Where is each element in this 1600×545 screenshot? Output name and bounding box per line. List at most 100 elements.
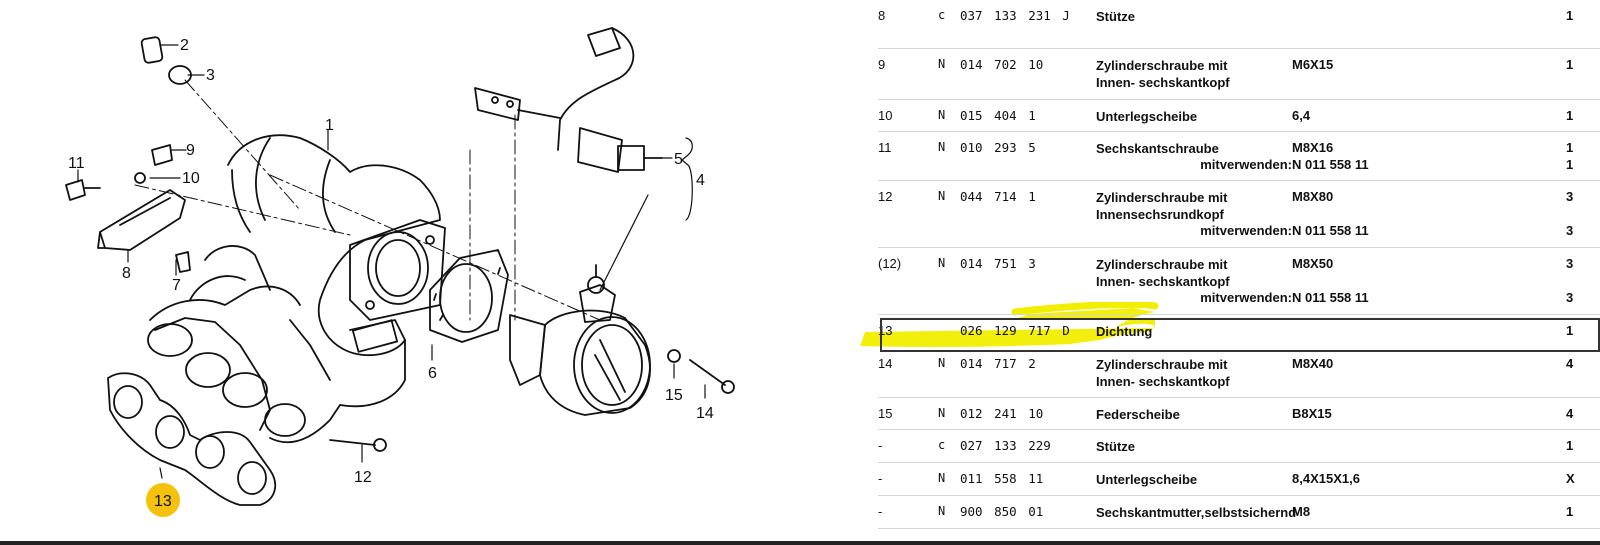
parts-row[interactable]: - N 900 850 01 Sechskantmutter,selbstsic… [878, 496, 1600, 529]
row-spec: M8X80 [1292, 189, 1334, 204]
callout-14: 14 [696, 405, 714, 422]
row-also-use-label: mitverwenden: [1200, 290, 1292, 305]
row-also-use-quantity: 3 [1566, 290, 1574, 305]
callout-4: 4 [696, 172, 705, 189]
row-part-number: 014 717 2 [960, 356, 1036, 371]
row-part-number: 027 133 229 [960, 438, 1051, 453]
centre-lines [134, 79, 601, 321]
row-part-number: 014 702 10 [960, 57, 1044, 72]
row-description: Sechskantschraube [1096, 141, 1219, 156]
row-quantity: 4 [1566, 406, 1574, 421]
row-description: Sechskantmutter,selbstsichernd [1096, 505, 1297, 520]
throttle-housing-part [509, 264, 651, 416]
row-flag: c [938, 438, 946, 452]
row-spec: M8 [1292, 504, 1311, 519]
row-spec: M6X15 [1292, 57, 1334, 72]
row-spec: 6,4 [1292, 108, 1311, 123]
row-quantity: 1 [1566, 57, 1574, 72]
row-position: 15 [878, 406, 893, 421]
highlighter-marker [860, 302, 1159, 348]
row-quantity: 1 [1566, 108, 1574, 123]
row-flag: N [938, 504, 946, 518]
row-part-number: 014 751 3 [960, 256, 1036, 271]
parts-list: 8 c 037 133 231 J Stütze 1 9 N 014 702 1… [878, 0, 1600, 545]
row-quantity: 1 [1566, 8, 1574, 23]
exploded-parts-diagram: 1 2 3 4 5 6 7 8 9 10 11 12 13 14 15 [65, 27, 735, 517]
row-description: Zylinderschraube mit Innen- sechskantkop… [1096, 257, 1230, 289]
row-position: 11 [878, 140, 892, 155]
callout-13-highlight [146, 483, 180, 517]
row-description: Zylinderschraube mit Innensechsrundkopf [1096, 190, 1228, 222]
row-also-use-quantity: 3 [1566, 223, 1574, 238]
row-position: 8 [878, 8, 886, 23]
row-position: - [878, 504, 883, 519]
callout-12: 12 [354, 469, 372, 486]
row-position: 10 [878, 108, 893, 123]
row-part-number: 010 293 5 [960, 140, 1036, 155]
parts-row[interactable]: 8 c 037 133 231 J Stütze 1 [878, 0, 1600, 49]
parts-row-highlighted[interactable]: 13 026 129 717 D Dichtung 1 [878, 315, 1600, 347]
row-part-number: 037 133 231 J [960, 8, 1070, 23]
parts-row[interactable]: 14 N 014 717 2 Zylinderschraube mit Inne… [878, 348, 1600, 398]
parts-row[interactable]: 11 N 010 293 5 Sechskantschraube M8X16 1… [878, 132, 1600, 181]
row-flag: N [938, 189, 946, 203]
parts-row[interactable]: - N 011 558 11 Unterlegscheibe 8,4X15X1,… [878, 463, 1600, 496]
row-flag: N [938, 356, 946, 370]
row-also-use-part: N 011 558 11 [1292, 157, 1369, 172]
gasket-13-part [107, 372, 277, 506]
row-flag: c [938, 8, 946, 22]
bottom-divider [0, 541, 1600, 545]
row-description: Stütze [1096, 9, 1135, 24]
callout-9: 9 [186, 142, 195, 159]
row-part-number: 011 558 11 [960, 471, 1044, 486]
row-flag: N [938, 471, 946, 485]
sensor-connector-part [474, 27, 663, 173]
row-flag: N [938, 140, 946, 154]
parts-row[interactable]: (12) N 014 751 3 Zylinderschraube mit In… [878, 248, 1600, 315]
row-position: 14 [878, 356, 893, 371]
row-description: Federscheibe [1096, 407, 1180, 422]
row-description: Stütze [1096, 439, 1135, 454]
callout-15: 15 [665, 387, 683, 404]
row-also-use-label: mitverwenden: [1200, 157, 1292, 172]
row-position: - [878, 471, 883, 486]
row-quantity: 1 [1566, 140, 1574, 155]
row-quantity: 3 [1566, 189, 1574, 204]
row-part-number: 044 714 1 [960, 189, 1036, 204]
parts-row[interactable]: 12 N 044 714 1 Zylinderschraube mit Inne… [878, 181, 1600, 248]
callout-7: 7 [172, 277, 181, 294]
support-bracket-part [97, 189, 186, 251]
parts-row[interactable]: - c 027 133 229 Stütze 1 [878, 430, 1600, 463]
gasket-6-part [429, 249, 509, 343]
row-quantity: X [1566, 471, 1575, 486]
row-also-use-part: N 011 558 11 [1292, 223, 1369, 238]
callout-1: 1 [325, 117, 334, 134]
row-also-use-quantity: 1 [1566, 157, 1574, 172]
row-part-number: 026 129 717 D [960, 323, 1070, 338]
row-description: Unterlegscheibe [1096, 472, 1198, 487]
selected-row-outline [880, 318, 1600, 352]
callout-13: 13 [154, 493, 172, 510]
intake-manifold-part [147, 134, 441, 444]
callout-10: 10 [182, 170, 200, 187]
callout-8: 8 [122, 265, 131, 282]
row-quantity: 1 [1566, 438, 1574, 453]
row-spec: M8X40 [1292, 356, 1334, 371]
row-description: Zylinderschraube mit Innen- sechskantkop… [1096, 58, 1230, 90]
row-spec: M8X50 [1292, 256, 1334, 271]
parts-row[interactable]: 15 N 012 241 10 Federscheibe B8X15 4 [878, 398, 1600, 430]
parts-row[interactable]: 9 N 014 702 10 Zylinderschraube mit Inne… [878, 49, 1600, 100]
row-part-number: 900 850 01 [960, 504, 1044, 519]
row-flag: N [938, 108, 946, 122]
row-position: 9 [878, 57, 886, 72]
parts-row[interactable]: 10 N 015 404 1 Unterlegscheibe 6,4 1 [878, 100, 1600, 132]
row-part-number: 012 241 10 [960, 406, 1044, 421]
callout-3: 3 [206, 67, 215, 84]
row-quantity: 4 [1566, 356, 1574, 371]
row-description: Dichtung [1096, 324, 1153, 339]
leader-lines [77, 44, 706, 479]
row-also-use-label: mitverwenden: [1200, 223, 1292, 238]
row-position: 12 [878, 189, 893, 204]
row-flag: N [938, 256, 946, 270]
row-flag: N [938, 406, 946, 420]
